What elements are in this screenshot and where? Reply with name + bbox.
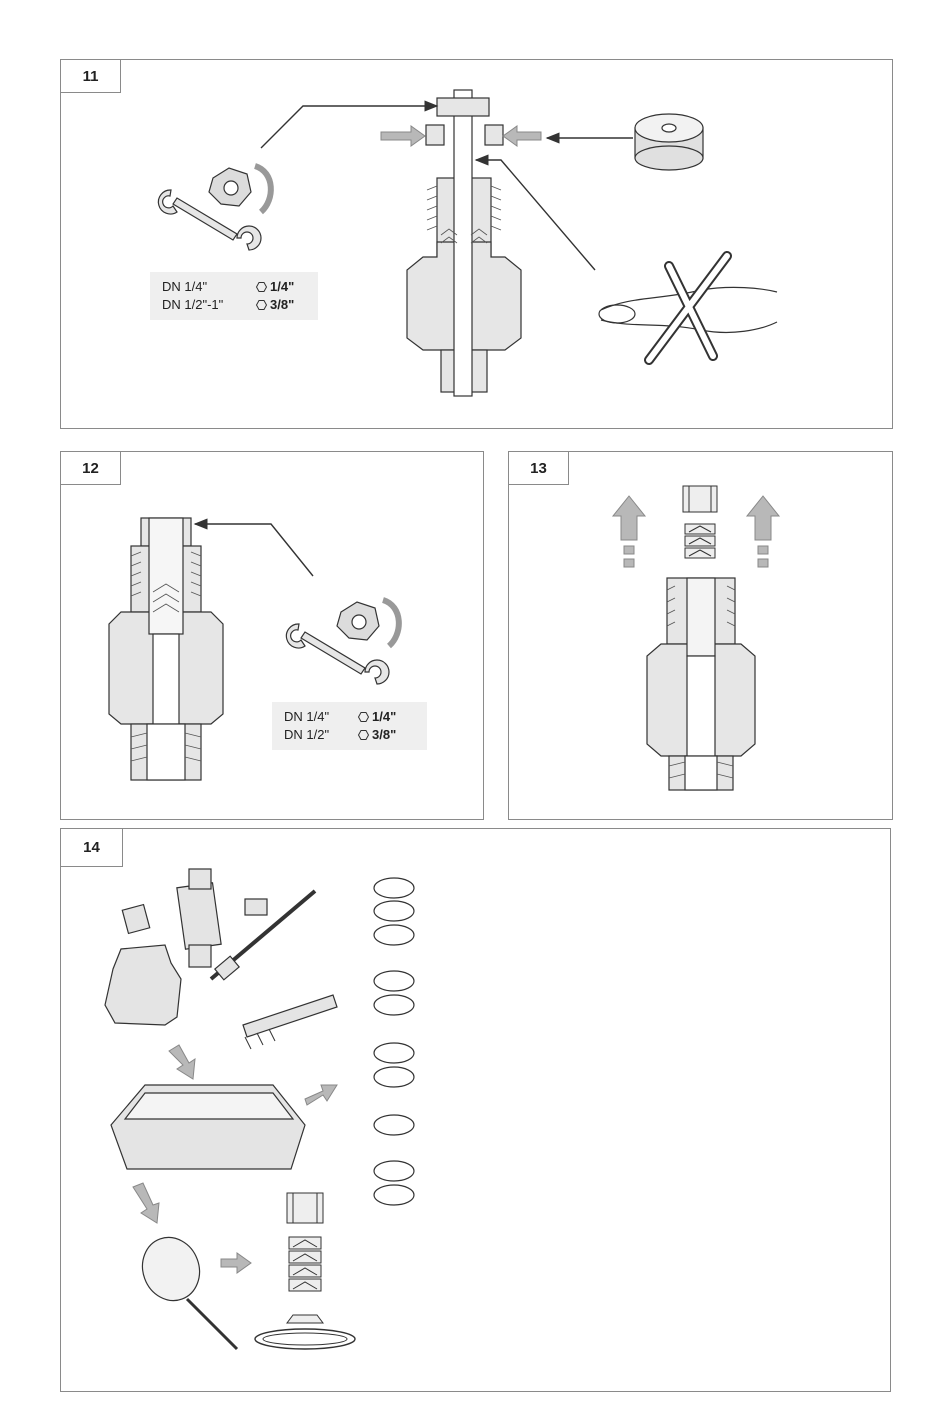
gray-arrow-down-1 [169, 1045, 195, 1079]
spec-11-size-2: DN 1/2"-1" [162, 297, 223, 312]
gray-arrow-left [381, 126, 425, 146]
spec-12-wrench-1: 1/4" [358, 709, 396, 724]
valve-body-12 [109, 518, 223, 780]
magnifier-icon [134, 1229, 237, 1349]
panel-13-drawing [509, 452, 892, 819]
up-arrow-icon [613, 496, 645, 567]
spec-11-size-1: DN 1/4" [162, 279, 207, 294]
panel-12-drawing [61, 452, 483, 819]
panel-11: 11 [60, 59, 893, 429]
up-arrow-icon [747, 496, 779, 567]
spec-11-wrench-2: 3/8" [256, 297, 294, 312]
gray-arrow-right [503, 126, 541, 146]
rotate-arrow-icon [383, 600, 399, 646]
spec-12-size-2: DN 1/2" [284, 727, 329, 742]
hex-nut-icon [337, 602, 379, 640]
hex-nut-icon [209, 168, 251, 206]
packing-stack-13 [683, 486, 717, 558]
hex-icon [358, 730, 369, 740]
panel-11-drawing [61, 60, 892, 428]
packing-stack-14 [255, 1193, 355, 1349]
panel-12: 12 [60, 451, 484, 820]
panel-13: 13 [508, 451, 893, 820]
hex-icon [256, 300, 267, 310]
spec-table-12: DN 1/4" 1/4" DN 1/2" 3/8" [272, 702, 427, 750]
gray-arrow-down-2 [133, 1183, 159, 1223]
knurled-nut-icon [635, 114, 703, 170]
spec-12-size-1: DN 1/4" [284, 709, 329, 724]
spec-11-wrench-1: 1/4" [256, 279, 294, 294]
rotate-arrow-icon [255, 166, 271, 212]
hex-icon [358, 712, 369, 722]
panel-14: 14 [60, 828, 891, 1392]
leader-arrow-wrench-12 [195, 524, 313, 576]
gray-arrow-right-1 [305, 1085, 337, 1105]
panel-14-drawing [61, 829, 890, 1391]
tray-icon [111, 1085, 305, 1169]
valve-body-13 [647, 578, 755, 790]
leader-arrow-pliers [476, 160, 595, 270]
hex-icon [256, 282, 267, 292]
spec-12-wrench-2: 3/8" [358, 727, 396, 742]
parts-group [105, 869, 337, 1049]
spec-table-11: DN 1/4" 1/4" DN 1/2"-1" 3/8" [150, 272, 318, 320]
o-ring-icon [374, 878, 414, 1205]
gray-arrow-right-2 [221, 1253, 251, 1273]
